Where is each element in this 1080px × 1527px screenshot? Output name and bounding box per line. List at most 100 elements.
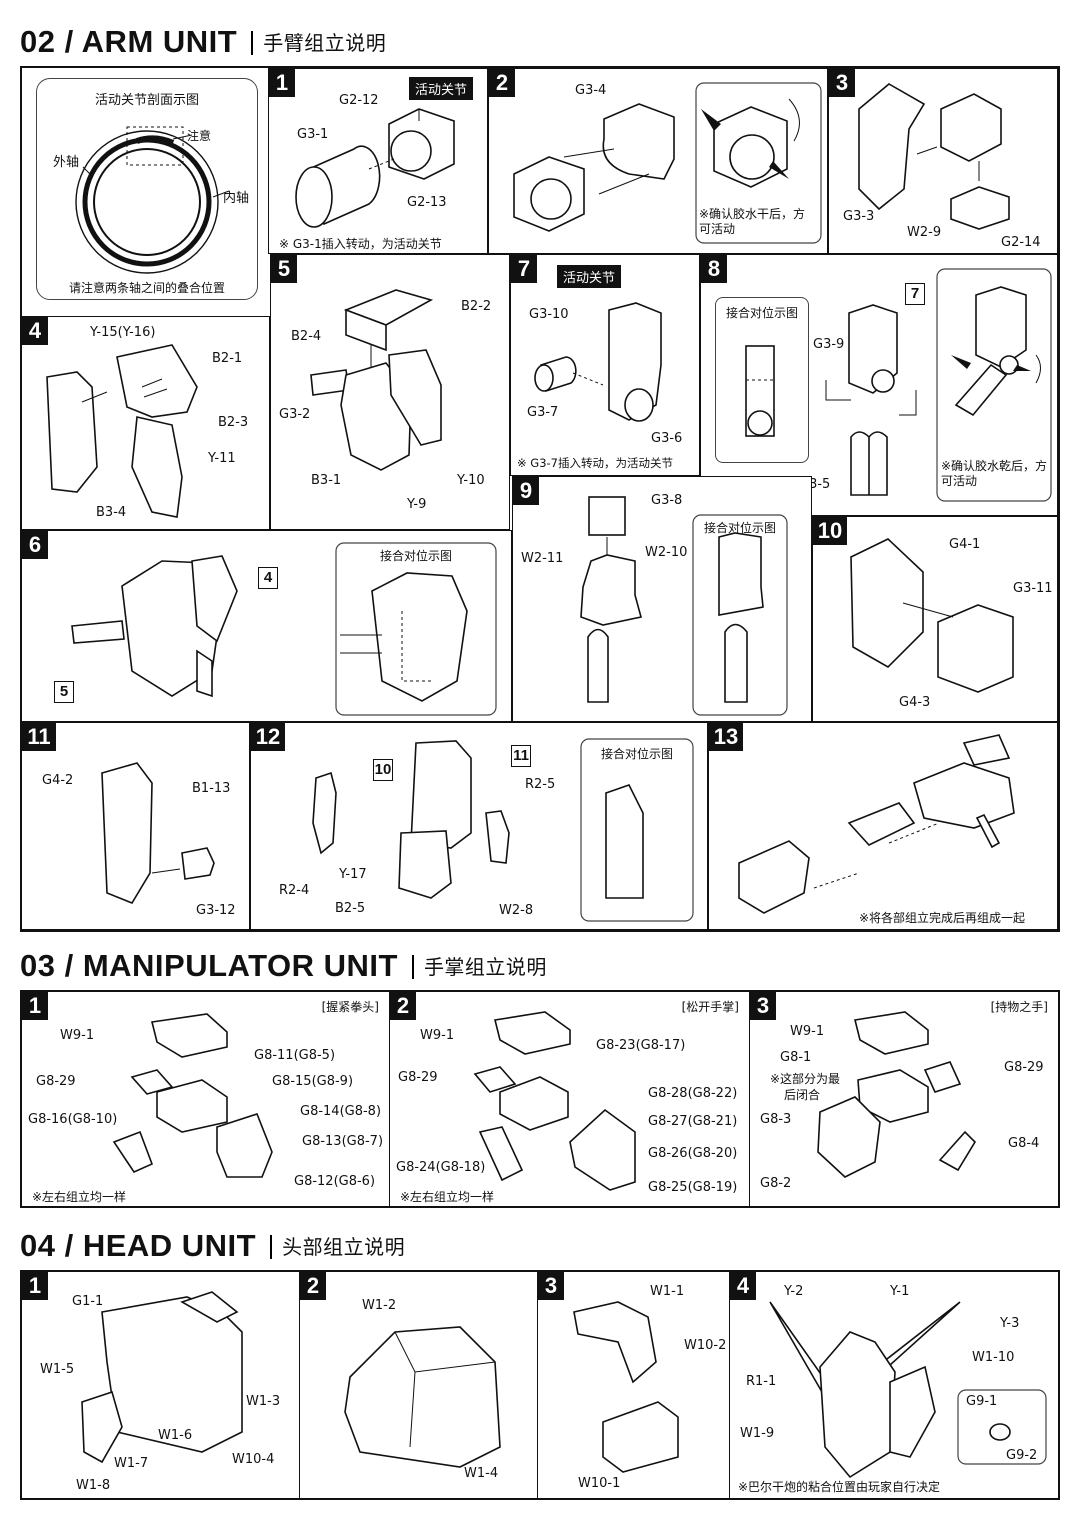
part-label: B2-1 (212, 351, 243, 366)
part-label: W10-2 (684, 1338, 727, 1353)
step-number: 2 (390, 992, 416, 1020)
arm-unit-frame (20, 66, 1060, 932)
label-attention: 注意 (187, 129, 212, 143)
arm-step-3: 3 G3-3 W2-9 G2-14 (828, 68, 1058, 254)
part-label: G3-3 (843, 209, 875, 224)
head-unit-frame (20, 1270, 1060, 1500)
inset-caption: 接合对位示图 (600, 747, 673, 761)
joint-tag: 活动关节 (409, 77, 474, 100)
part-label: G8-23(G8-17) (596, 1038, 686, 1053)
part-label: G3-6 (651, 431, 683, 446)
label-inner-shaft: 内轴 (223, 191, 250, 206)
step-number: 3 (538, 1272, 564, 1300)
head-step-2-drawing (344, 1326, 501, 1468)
part-label: G8-11(G8-5) (254, 1048, 336, 1063)
inset-drawing (745, 345, 775, 437)
step-note: ※左右组立均一样 (32, 1190, 127, 1204)
inset-caption: 接合对位示图 (725, 306, 798, 320)
part-label: W9-1 (60, 1028, 95, 1043)
part-label: G8-25(G8-19) (648, 1180, 738, 1195)
arm-step-11: 11 G4-2 B1-13 G3-12 (22, 722, 250, 930)
part-label: W1-4 (464, 1466, 499, 1481)
part-label: G8-29 (36, 1074, 76, 1089)
manip-step-1: 1 [握紧拳头] W9-1 G8-11(G8-5) G8-29 G8-15(G8… (22, 992, 390, 1206)
part-label: W1-1 (650, 1284, 685, 1299)
head-step-3-drawing (573, 1301, 679, 1473)
part-label: G4-3 (899, 695, 931, 710)
step-number: 2 (300, 1272, 326, 1300)
step-note: ※将各部组立完成后再组成一起 (859, 911, 1026, 925)
part-label: G3-12 (196, 903, 236, 918)
part-label: G8-15(G8-9) (272, 1074, 354, 1089)
section-title-arm: 02 / ARM UNIT 手臂组立说明 (20, 24, 387, 60)
step-number: 10 (813, 517, 847, 545)
part-label: G4-1 (949, 537, 981, 552)
part-label: B2-5 (335, 901, 366, 916)
arm-step-6: 6 4 5 接合对位示图 (22, 530, 512, 722)
part-label: W9-1 (420, 1028, 455, 1043)
section-title-head: 04 / HEAD UNIT 头部组立说明 (20, 1228, 406, 1264)
part-label: W10-1 (578, 1476, 621, 1491)
step-bracket-title: [松开手掌] (681, 1000, 739, 1014)
step-6-drawing (71, 542, 497, 716)
manip-step-1-drawing (112, 1013, 273, 1178)
arm-step-12: 12 10 11 R2-5 R2-4 Y-17 B2-5 W2-8 接合对位示图 (250, 722, 708, 930)
manip-step-3-drawing (817, 1011, 977, 1178)
step-number: 9 (513, 477, 539, 505)
step-bracket-title: [持物之手] (990, 1000, 1048, 1014)
head-step-2: 2 W1-2 W1-4 (300, 1272, 538, 1498)
step-number: 5 (271, 255, 297, 283)
inset-caption: 接合对位示图 (703, 521, 776, 535)
step-number: 4 (22, 317, 48, 345)
head-step-1-drawing (81, 1291, 243, 1464)
part-label: W1-8 (76, 1478, 111, 1493)
part-label: Y-17 (339, 867, 367, 882)
part-label: Y-15(Y-16) (90, 325, 156, 340)
arm-step-5: 5 B2-2 B2-4 G3-2 B3-1 Y-9 Y-10 (270, 254, 510, 530)
part-label: W2-10 (645, 545, 688, 560)
part-label: W1-7 (114, 1456, 149, 1471)
part-label: G8-27(G8-21) (648, 1114, 738, 1129)
joint-tag: 活动关节 (557, 265, 622, 288)
part-label: W1-6 (158, 1428, 193, 1443)
step-10-drawing (850, 538, 1014, 693)
arm-step-4: 4 Y-15(Y-16) B2-1 B2-3 Y-11 B3-4 (22, 316, 270, 530)
section-title-text: 02 / ARM UNIT (20, 24, 238, 59)
arm-step-10: 10 G4-1 G3-11 G4-3 (812, 516, 1058, 722)
step-number: 6 (22, 531, 48, 559)
part-label: Y-1 (890, 1284, 910, 1299)
step-note: ※ G3-1插入转动，为活动关节 (279, 237, 442, 251)
step-reference-box: 5 (54, 681, 74, 703)
part-label: G8-29 (398, 1070, 438, 1085)
step-note: ※确认胶水干后，方可活动 (699, 207, 806, 236)
step-reference-box: 4 (258, 567, 278, 589)
part-label: G1-1 (72, 1294, 104, 1309)
part-label: B1-13 (192, 781, 231, 796)
part-label: Y-11 (208, 451, 236, 466)
section-subtitle: 手臂组立说明 (251, 31, 387, 55)
head-step-3: 3 W1-1 W10-2 W10-1 (538, 1272, 730, 1498)
part-label: G3-7 (527, 405, 559, 420)
part-label: G3-4 (575, 83, 607, 98)
part-label: G8-26(G8-20) (648, 1146, 738, 1161)
step-3-drawing (858, 83, 1010, 230)
step-number: 7 (511, 255, 537, 283)
part-label: Y-10 (457, 473, 485, 488)
part-label: G8-29 (1004, 1060, 1044, 1075)
step-number: 1 (22, 1272, 48, 1300)
step-2-drawing (513, 82, 822, 244)
step-number: 2 (489, 69, 515, 97)
part-label: G8-28(G8-22) (648, 1086, 738, 1101)
section-subtitle: 头部组立说明 (270, 1235, 406, 1259)
section-subtitle: 手掌组立说明 (411, 955, 547, 979)
part-label: W1-10 (972, 1350, 1015, 1365)
step-note: ※左右组立均一样 (400, 1190, 495, 1204)
part-label: G3-11 (1013, 581, 1053, 596)
section-title-text: 04 / HEAD UNIT (20, 1228, 257, 1263)
manipulator-unit-frame (20, 990, 1060, 1208)
part-label: W10-4 (232, 1452, 275, 1467)
joint-section-drawing (75, 126, 230, 274)
step-note: ※巴尔干炮的粘合位置由玩家自行决定 (738, 1480, 941, 1494)
part-label: W1-9 (740, 1426, 775, 1441)
part-label: B2-2 (461, 299, 492, 314)
